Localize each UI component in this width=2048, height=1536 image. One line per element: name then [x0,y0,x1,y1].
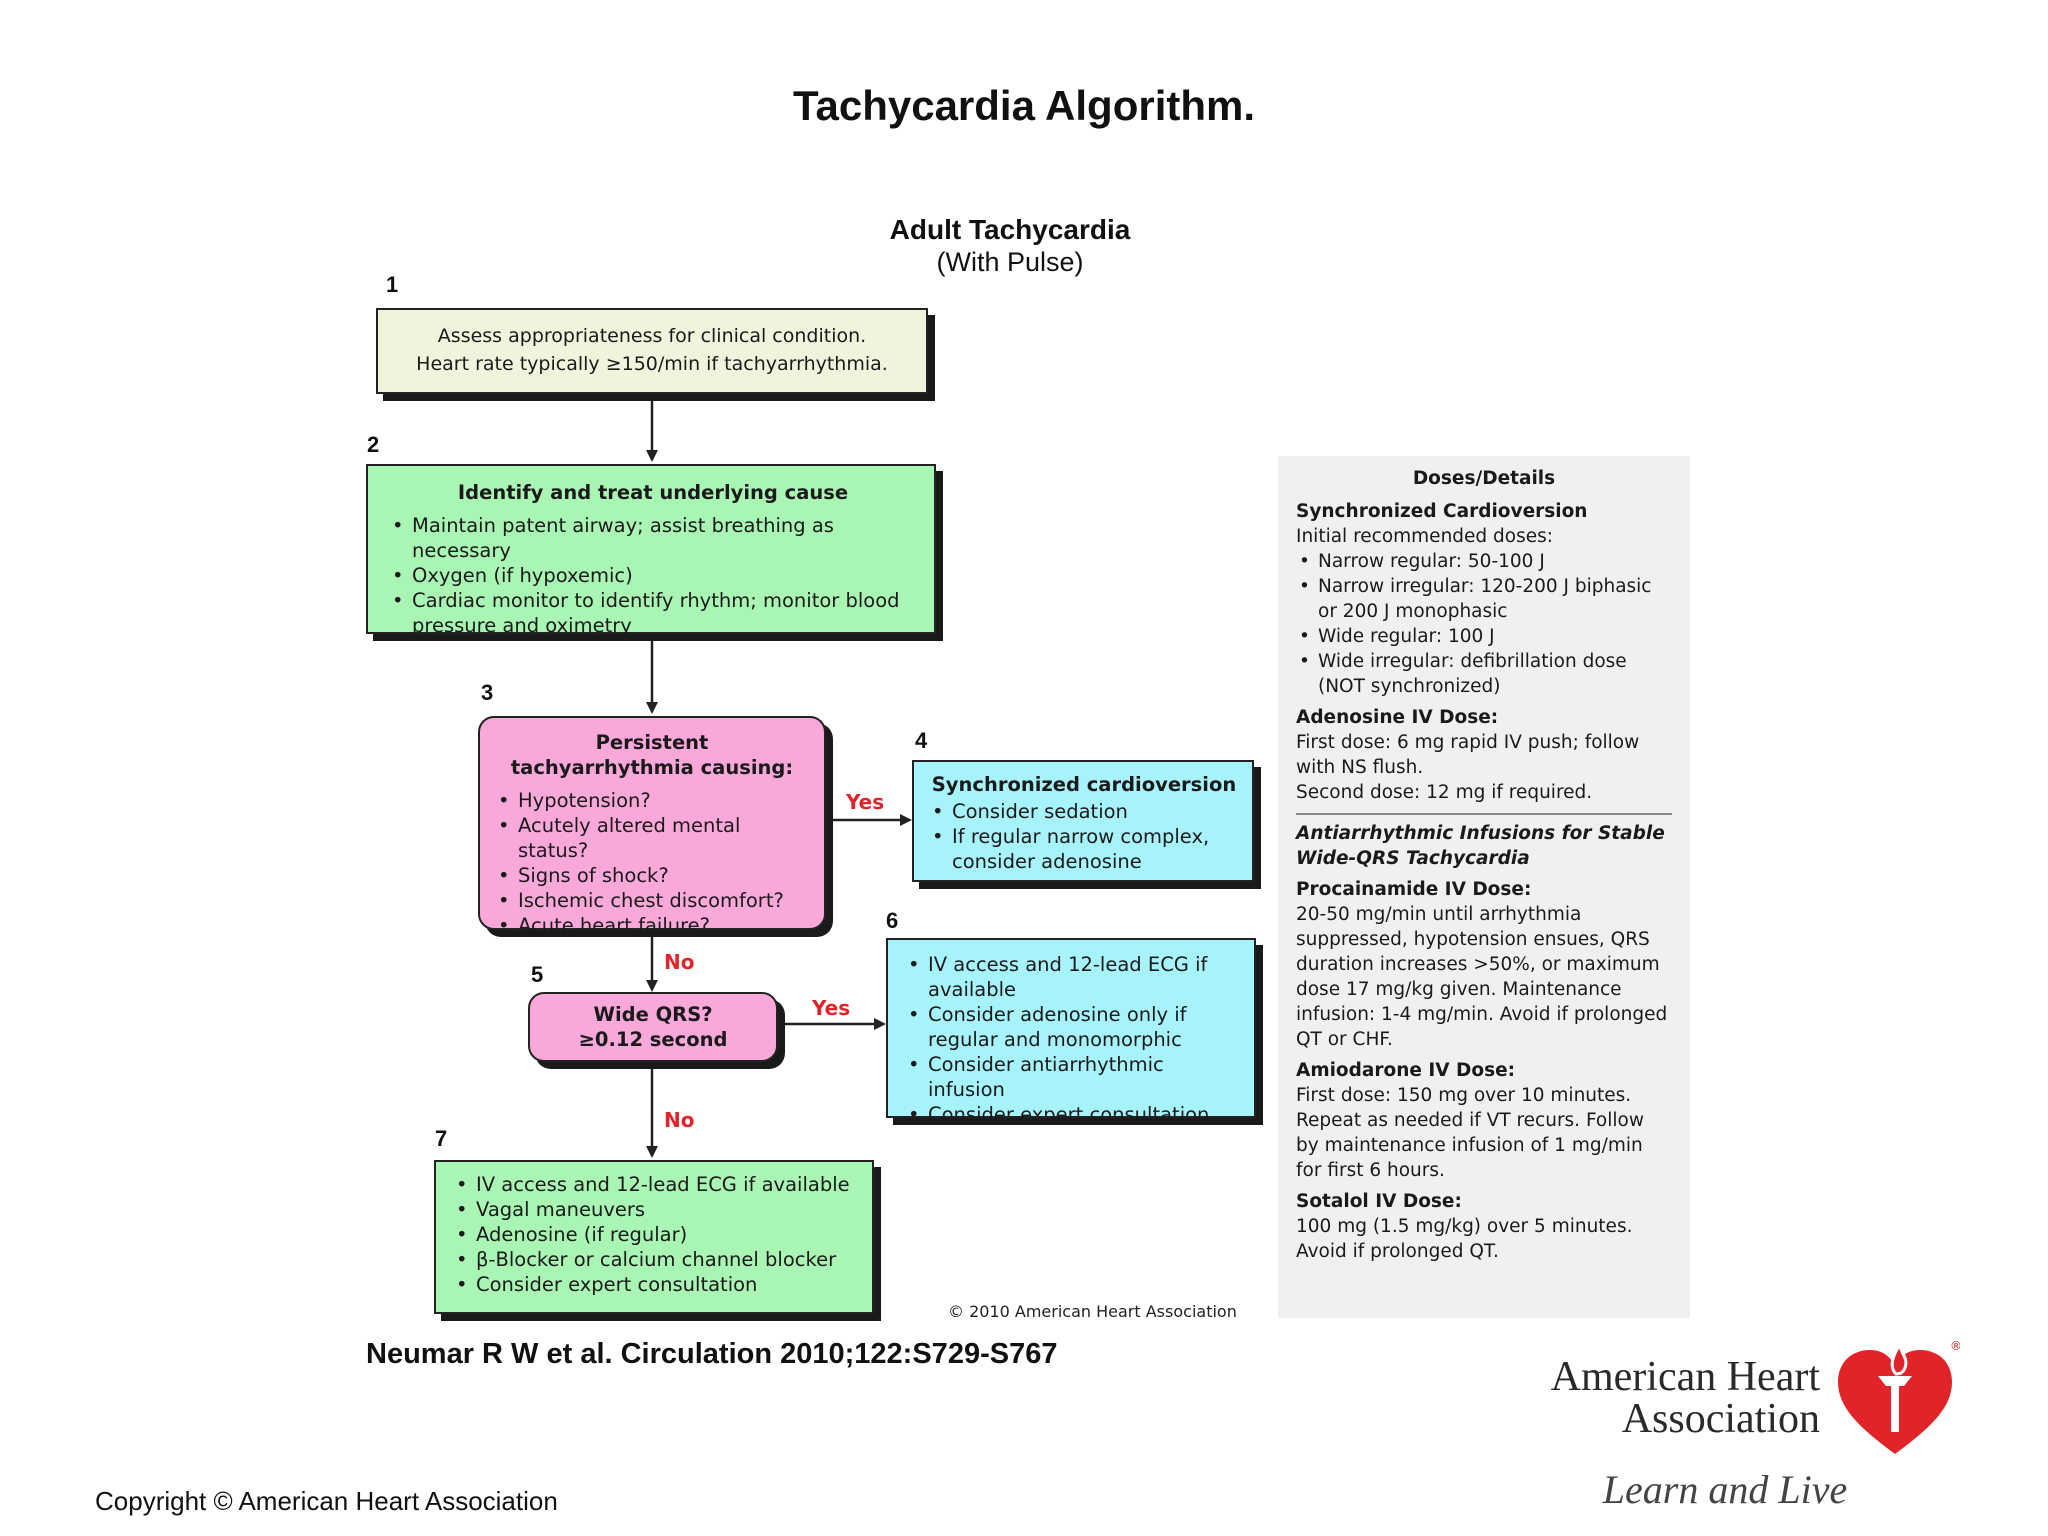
step-3-persistent-tachyarrhythmia-box: Persistent tachyarrhythmia causing: Hypo… [478,716,826,938]
heart-torch-icon: ® [1838,1338,1960,1454]
aha-logo-wordmark: American Heart Association [1520,1356,1820,1440]
step-number-7: 7 [435,1126,448,1151]
yes-label-5-to-6: Yes [812,996,851,1020]
step-4-heading: Synchronized cardioversion [931,773,1237,796]
amiodarone-heading: Amiodarone IV Dose: [1296,1060,1516,1081]
aha-flowchart-copyright: © 2010 American Heart Association [948,1302,1237,1321]
step-7-item: β-Blocker or calcium channel blocker [456,1247,862,1272]
step-7-list: IV access and 12-lead ECG if available V… [450,1172,862,1297]
step-4-item: If regular narrow complex, consider aden… [932,824,1242,874]
step-4-list: Consider sedation If regular narrow comp… [926,799,1242,874]
step-5-wide-qrs-box: Wide QRS? ≥0.12 second [528,992,778,1062]
doses-details-panel: Doses/Details Synchronized Cardioversion… [1278,456,1690,1318]
step-7-item: IV access and 12-lead ECG if available [456,1172,862,1197]
sync-cardioversion-list: Narrow regular: 50-100 J Narrow irregula… [1296,549,1672,699]
step-3-item: Acute heart failure? [498,913,812,938]
aha-tagline: Learn and Live [1602,1467,1848,1512]
sotalol-heading: Sotalol IV Dose: [1296,1191,1462,1212]
sync-dose-item: Wide regular: 100 J [1299,624,1672,649]
adenosine-heading: Adenosine IV Dose: [1296,707,1499,728]
sync-cardioversion-heading: Synchronized Cardioversion [1296,501,1588,522]
step-3-list: Hypotension? Acutely altered mental stat… [492,788,812,938]
no-label-3-to-5: No [664,950,695,974]
step-1-assess-box: Assess appropriateness for clinical cond… [376,308,928,394]
procainamide-heading: Procainamide IV Dose: [1296,879,1532,900]
step-7-item: Consider expert consultation [456,1272,862,1297]
step-5-line-1: Wide QRS? [593,1003,713,1026]
sotalol-text: 100 mg (1.5 mg/kg) over 5 minutes. Avoid… [1296,1216,1633,1262]
procainamide-text: 20-50 mg/min until arrhythmia suppressed… [1296,904,1668,1050]
amiodarone-text: First dose: 150 mg over 10 minutes. Repe… [1296,1085,1644,1181]
registered-mark: ® [1950,1339,1960,1353]
step-6-item: Consider adenosine only if regular and m… [908,1002,1244,1052]
flowchart-subtitle: (With Pulse) [936,247,1084,277]
step-2-underlying-cause-box: Identify and treat underlying cause Main… [366,464,936,637]
copyright-notice: Copyright © American Heart Association [95,1486,558,1516]
section-divider [1296,813,1672,815]
step-2-item: Oxygen (if hypoxemic) [392,563,920,588]
step-3-item: Signs of shock? [498,863,812,888]
yes-label-3-to-4: Yes [846,790,885,814]
flowchart-title: Adult Tachycardia [889,214,1131,245]
citation: Neumar R W et al. Circulation 2010;122:S… [366,1338,1058,1370]
adenosine-first-dose: First dose: 6 mg rapid IV push; follow w… [1296,732,1640,778]
step-2-item: Maintain patent airway; assist breathing… [392,513,920,563]
step-6-item: IV access and 12-lead ECG if available [908,952,1244,1002]
step-7-item: Adenosine (if regular) [456,1222,862,1247]
aha-logo-line-1: American Heart [1550,1354,1820,1400]
step-3-item: Ischemic chest discomfort? [498,888,812,913]
step-1-line-2: Heart rate typically ≥150/min if tachyar… [416,353,888,375]
step-2-item: Cardiac monitor to identify rhythm; moni… [392,588,920,638]
step-number-6: 6 [886,908,899,933]
step-6-item: Consider expert consultation [908,1102,1244,1127]
step-number-3: 3 [481,680,494,705]
step-4-item: Consider sedation [932,799,1242,824]
step-number-4: 4 [915,728,928,753]
step-3-item: Hypotension? [498,788,812,813]
step-4-synchronized-cardioversion-box: Synchronized cardioversion Consider seda… [912,760,1254,882]
doses-title: Doses/Details [1412,468,1556,489]
aha-logo-line-2: Association [1621,1396,1820,1442]
slide-title: Tachycardia Algorithm. [792,82,1256,129]
step-7-narrow-qrs-management-box: IV access and 12-lead ECG if available V… [434,1160,874,1314]
step-6-item: Consider antiarrhythmic infusion [908,1052,1244,1102]
no-label-5-to-7: No [664,1108,695,1132]
adenosine-second-dose: Second dose: 12 mg if required. [1296,782,1593,803]
step-3-heading: Persistent tachyarrhythmia causing: [510,731,794,779]
step-2-heading: Identify and treat underlying cause [457,481,849,504]
step-number-5: 5 [531,962,544,987]
sync-cardioversion-intro: Initial recommended doses: [1296,526,1553,547]
sync-dose-item: Narrow regular: 50-100 J [1299,549,1672,574]
sync-dose-item: Wide irregular: defibrillation dose (NOT… [1299,649,1672,699]
step-number-1: 1 [386,272,399,297]
sync-dose-item: Narrow irregular: 120-200 J biphasic or … [1299,574,1672,624]
step-number-2: 2 [367,432,380,457]
step-6-list: IV access and 12-lead ECG if available C… [902,952,1244,1127]
antiarrhythmic-heading: Antiarrhythmic Infusions for Stable Wide… [1296,823,1665,869]
step-2-list: Maintain patent airway; assist breathing… [386,513,920,638]
step-1-line-1: Assess appropriateness for clinical cond… [437,325,867,347]
step-3-item: Acutely altered mental status? [498,813,812,863]
step-6-wide-qrs-management-box: IV access and 12-lead ECG if available C… [886,938,1256,1127]
step-5-line-2: ≥0.12 second [578,1028,728,1051]
step-7-item: Vagal maneuvers [456,1197,862,1222]
